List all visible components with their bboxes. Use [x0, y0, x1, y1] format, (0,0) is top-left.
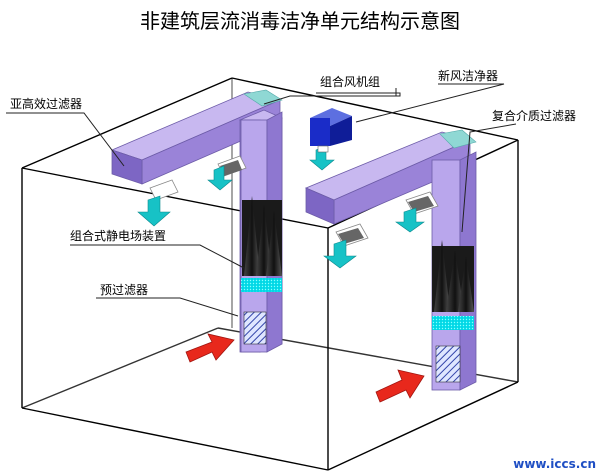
- label-electrostatic-device: 组合式静电场装置: [70, 228, 166, 243]
- left-supply-outlet-2: [207, 155, 247, 191]
- left-pre-filter: [243, 311, 267, 345]
- label-fan-unit: 组合风机组: [320, 74, 380, 89]
- right-purification-unit: [304, 129, 477, 391]
- watermark: www.iccs.cn: [513, 457, 596, 471]
- left-inlet-arrow: [185, 333, 235, 363]
- right-inlet-arrow: [375, 369, 425, 403]
- label-composite-media-filter: 复合介质过滤器: [492, 108, 576, 123]
- right-supply-outlet-2: [395, 191, 439, 233]
- label-fresh-air-purifier: 新风洁净器: [438, 68, 498, 83]
- leader-lines: [6, 83, 517, 317]
- label-sub-hepa-filter: 亚高效过滤器: [10, 96, 82, 111]
- diagram-title: 非建筑层流消毒洁净单元结构示意图: [140, 9, 460, 33]
- fan-unit-box: [309, 108, 352, 171]
- right-electrostatic-plates: [432, 240, 474, 312]
- label-pre-filter: 预过滤器: [100, 283, 148, 297]
- right-supply-outlet-1: [323, 223, 369, 269]
- left-purification-unit: [110, 89, 283, 353]
- left-electrostatic-plates: [242, 196, 282, 276]
- left-supply-outlet-1: [137, 179, 179, 227]
- right-pre-filter: [435, 345, 461, 383]
- right-cyan-band: [432, 316, 474, 330]
- left-cyan-band: [241, 278, 282, 292]
